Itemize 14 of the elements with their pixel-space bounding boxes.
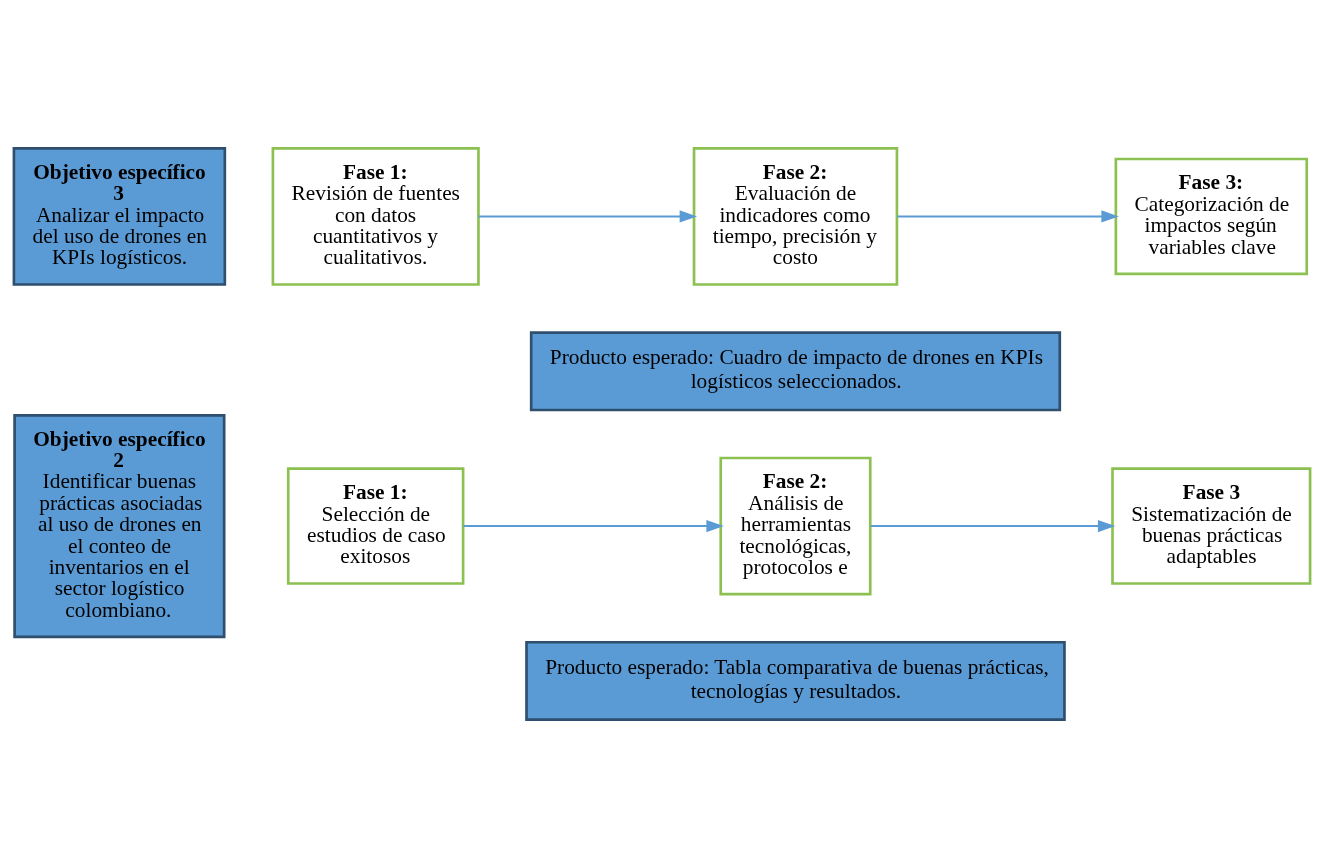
arrow	[477, 209, 698, 222]
node-box: Fase 2: Análisis de herramientas tecnológicas, protocolos e	[719, 456, 872, 595]
arrow	[869, 519, 1116, 532]
node-box: Producto esperado: Cuadro de impacto de drones en KPIs logísticos seleccionados.	[529, 330, 1062, 411]
arrow	[462, 519, 724, 532]
arrow	[896, 209, 1119, 222]
node-box: Fase 2: Evaluación de indicadores como tiempo, precisión y costo	[692, 146, 899, 286]
node-box: Objetivo específico 2 Identificar buenas prácticas asociadas al uso de drones en el conteo de inventarios en el sector logístico colombiano.	[13, 413, 226, 638]
node-box: Fase 3: Categorización de impactos según variables clave	[1114, 157, 1309, 275]
node-box: Fase 3 Sistematización de buenas prácticas adaptables	[1111, 466, 1312, 585]
node-box: Fase 1: Revisión de fuentes con datos cuantitativos y cualitativos.	[271, 146, 480, 286]
node-box: Fase 1: Selección de estudios de caso exitosos	[286, 466, 465, 585]
node-box: Objetivo específico 3 Analizar el impacto del uso de drones en KPIs logísticos.	[12, 146, 227, 286]
node-box: Producto esperado: Tabla comparativa de buenas prácticas, tecnologías y resultados.	[525, 640, 1066, 721]
